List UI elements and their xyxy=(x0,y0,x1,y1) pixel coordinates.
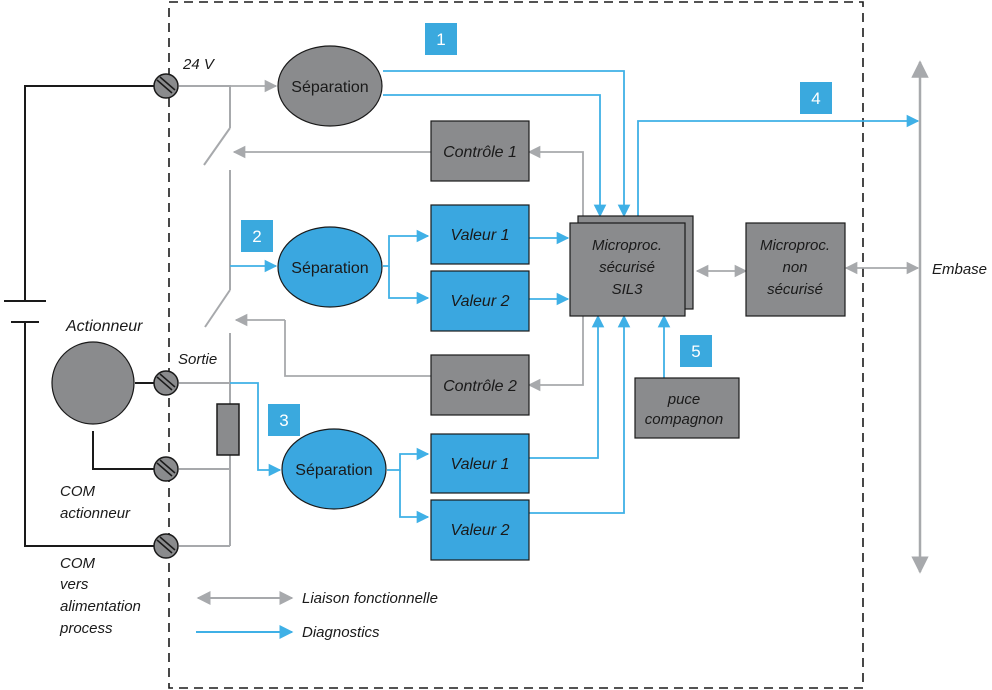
micro-secure-line2: sécurisé xyxy=(599,259,655,276)
micro-secure-line1: Microproc. xyxy=(592,237,662,254)
separation-top-label: Séparation xyxy=(291,79,368,96)
micro-secure-line3: SIL3 xyxy=(612,281,644,298)
controle2-block xyxy=(430,354,530,416)
separation-mid-ellipse xyxy=(277,226,383,308)
actuator-circle xyxy=(51,341,135,425)
label-com-actionneur-1: COM xyxy=(60,483,96,500)
separation-mid-label: Séparation xyxy=(291,260,368,277)
label-24v: 24 V xyxy=(182,56,216,73)
label-com-alim-4: process xyxy=(59,620,113,637)
micro-nonsecure-block xyxy=(745,222,846,317)
module-boundary xyxy=(168,1,864,689)
badge-1-number: 1 xyxy=(436,30,445,49)
diagnostic-links xyxy=(230,70,920,524)
badge-1 xyxy=(425,23,457,55)
label-com-alim-2: vers xyxy=(60,576,89,593)
badge-4-number: 4 xyxy=(811,89,820,108)
separation-top-ellipse xyxy=(277,45,383,127)
label-embase: Embase xyxy=(932,261,987,278)
controle1-block xyxy=(430,120,530,182)
valeur1-lower-label: Valeur 1 xyxy=(451,456,510,473)
micro-nonsecure-line3: sécurisé xyxy=(767,281,823,298)
label-actionneur: Actionneur xyxy=(65,318,143,335)
functional-links xyxy=(231,60,929,574)
controle1-label: Contrôle 1 xyxy=(443,144,517,161)
legend-functional-label: Liaison fonctionnelle xyxy=(302,590,438,607)
badge-4 xyxy=(800,82,832,114)
badge-2-number: 2 xyxy=(252,227,261,246)
terminal-com-alimentation xyxy=(153,533,179,559)
separation-bot-label: Séparation xyxy=(295,462,372,479)
label-com-actionneur-2: actionneur xyxy=(60,505,131,522)
valeur2-upper-label: Valeur 2 xyxy=(451,293,510,310)
label-com-alim-3: alimentation xyxy=(60,598,141,615)
valeur1-upper-label: Valeur 1 xyxy=(451,227,510,244)
terminal-sortie xyxy=(153,370,179,396)
label-com-alim-1: COM xyxy=(60,555,96,572)
puce-compagnon-block xyxy=(634,377,740,439)
badge-5 xyxy=(680,335,712,367)
separation-bot-ellipse xyxy=(281,428,387,510)
badge-2 xyxy=(241,220,273,252)
micro-nonsecure-line1: Microproc. xyxy=(760,237,830,254)
terminal-com-actionneur xyxy=(153,456,179,482)
legend: Liaison fonctionnelle Diagnostics xyxy=(196,590,438,641)
resistor xyxy=(216,403,240,456)
valeur1-upper-block xyxy=(430,204,530,265)
badge-5-number: 5 xyxy=(691,342,700,361)
legend-diagnostics-label: Diagnostics xyxy=(302,624,380,641)
badge-3-number: 3 xyxy=(279,411,288,430)
controle2-label: Contrôle 2 xyxy=(443,378,517,395)
terminal-24v xyxy=(153,73,179,99)
micro-secure-block xyxy=(569,222,686,317)
micro-nonsecure-line2: non xyxy=(782,259,807,276)
puce-line1: puce xyxy=(667,391,701,408)
valeur2-upper-block xyxy=(430,270,530,332)
badge-3 xyxy=(268,404,300,436)
valeur1-lower-block xyxy=(430,433,530,494)
label-sortie: Sortie xyxy=(178,351,217,368)
internal-wiring xyxy=(179,85,231,547)
puce-line2: compagnon xyxy=(645,411,723,428)
valeur2-lower-label: Valeur 2 xyxy=(451,522,510,539)
valeur2-lower-block xyxy=(430,499,530,561)
external-wiring xyxy=(4,85,158,547)
